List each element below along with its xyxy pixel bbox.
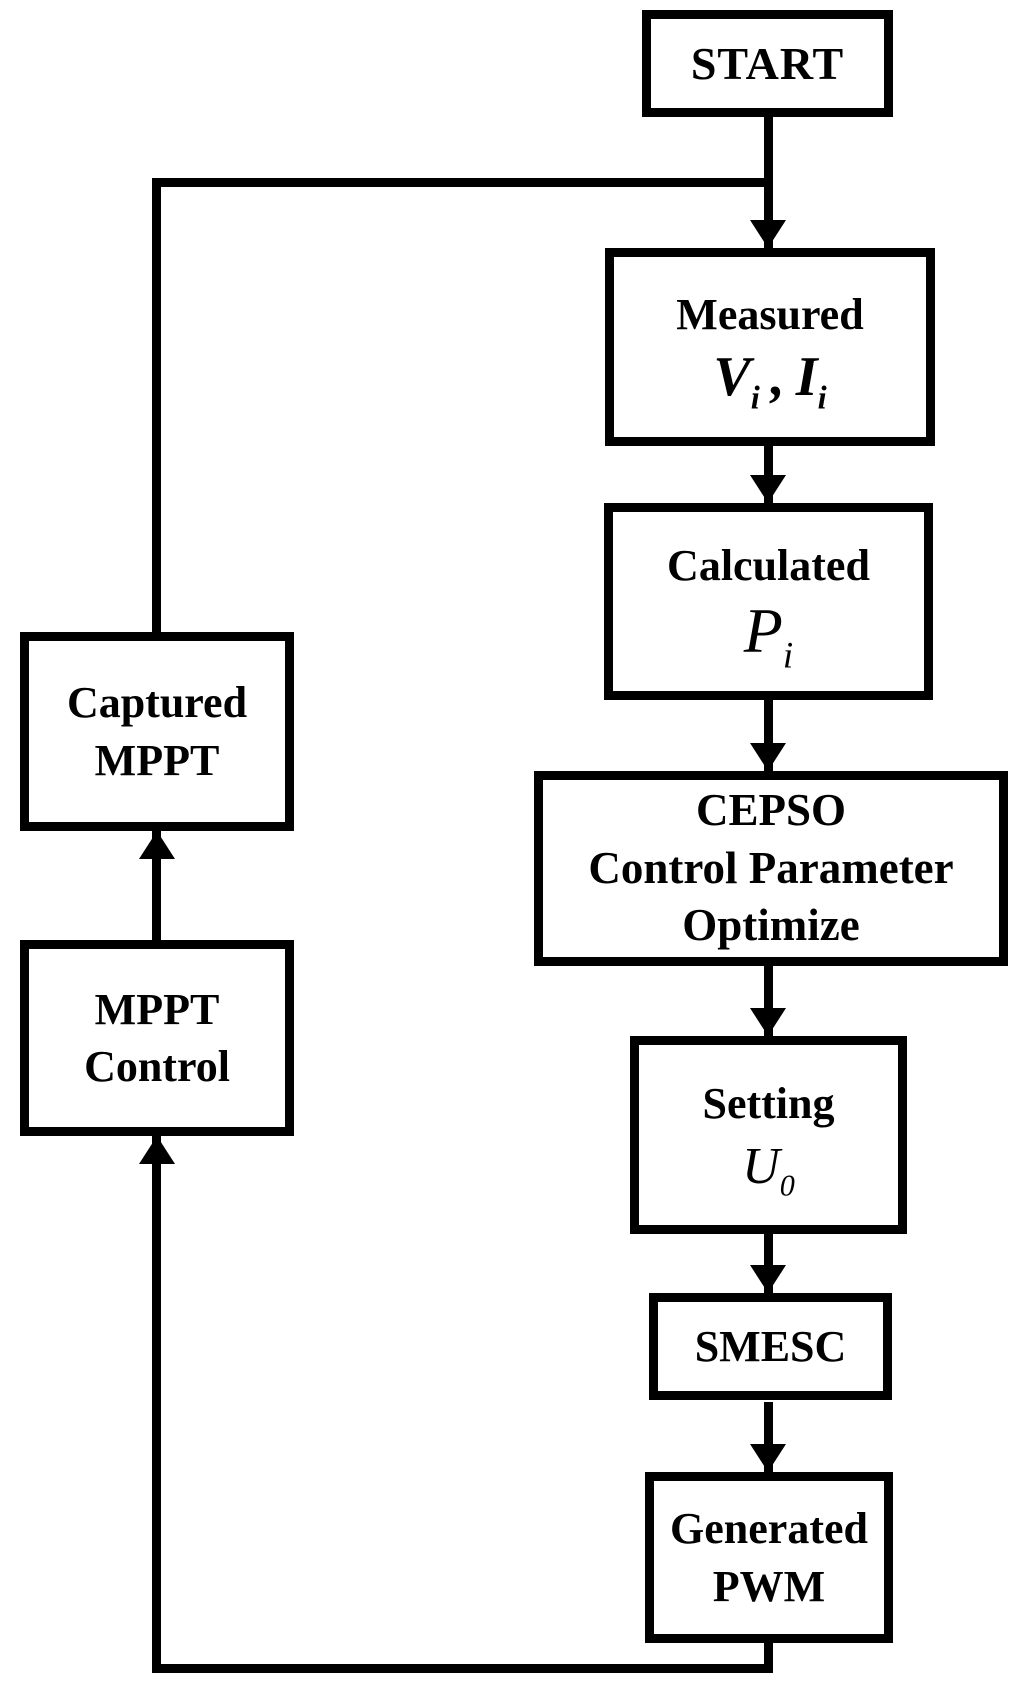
setting-math: U0: [742, 1138, 795, 1201]
captured-mppt-line-1: Captured: [66, 678, 248, 728]
line-setting-to-smesc: [764, 1234, 773, 1293]
arrowhead-into-generatedpwm: [750, 1444, 786, 1472]
generated-pwm-line-2: PWM: [712, 1561, 826, 1611]
node-setting: Setting U0: [630, 1036, 907, 1234]
arrowhead-into-measured: [750, 220, 786, 248]
calculated-label: Calculated: [667, 540, 870, 590]
line-smesc-to-generatedpwm: [764, 1402, 773, 1472]
node-calculated: Calculated Pi: [604, 503, 933, 700]
start-label: START: [690, 37, 845, 89]
measured-math: Vi,Ii: [713, 345, 826, 415]
node-mppt-control: MPPT Control: [20, 940, 294, 1136]
var-u: U: [742, 1138, 780, 1195]
line-cepso-to-setting: [764, 966, 773, 1036]
var-v: V: [713, 345, 751, 408]
arrowhead-into-setting: [750, 1008, 786, 1036]
smesc-label: SMESC: [694, 1321, 847, 1371]
cepso-line-3: Optimize: [682, 900, 860, 951]
var-i: I: [795, 345, 818, 408]
var-p-subscript: i: [782, 635, 794, 677]
calculated-math: Pi: [743, 594, 793, 674]
arrowhead-into-capturedmppt: [139, 831, 175, 859]
line-bottom-feedback: [152, 1664, 773, 1673]
var-v-subscript: i: [750, 380, 760, 417]
node-start: START: [642, 10, 893, 117]
var-p: P: [743, 594, 783, 666]
line-generatedpwm-down-stub: [764, 1643, 773, 1673]
setting-label: Setting: [702, 1078, 835, 1128]
math-separator: ,: [770, 345, 785, 408]
line-calculated-to-cepso: [764, 700, 773, 771]
var-i-subscript: i: [817, 380, 827, 417]
node-measured: Measured Vi,Ii: [605, 248, 935, 446]
node-cepso: CEPSO Control Parameter Optimize: [534, 771, 1008, 966]
arrowhead-into-calculated: [750, 475, 786, 503]
cepso-line-1: CEPSO: [695, 785, 847, 836]
node-smesc: SMESC: [649, 1293, 892, 1400]
cepso-line-2: Control Parameter: [588, 842, 954, 893]
line-mpptcontrol-to-capturedmppt: [152, 831, 161, 940]
arrowhead-into-cepso: [750, 743, 786, 771]
arrowhead-into-smesc: [750, 1265, 786, 1293]
mppt-control-line-1: MPPT: [94, 984, 220, 1034]
line-left-feedback-up: [152, 1136, 161, 1673]
generated-pwm-line-1: Generated: [670, 1504, 868, 1554]
arrowhead-into-mpptcontrol: [139, 1136, 175, 1164]
line-capturedmppt-up: [152, 178, 161, 632]
node-captured-mppt: Captured MPPT: [20, 632, 294, 831]
captured-mppt-line-2: MPPT: [94, 735, 220, 785]
measured-label: Measured: [676, 289, 864, 339]
mppt-control-line-2: Control: [84, 1042, 230, 1091]
line-top-feedback: [152, 178, 773, 187]
node-generated-pwm: Generated PWM: [645, 1472, 893, 1643]
var-u-subscript: 0: [779, 1168, 795, 1203]
line-measured-to-calculated: [764, 446, 773, 503]
